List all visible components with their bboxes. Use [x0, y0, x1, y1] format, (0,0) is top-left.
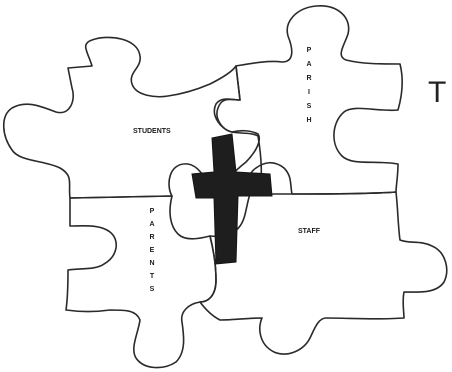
label-parents-letter: S [150, 286, 155, 293]
label-parish-letter: P [307, 47, 312, 54]
label-parish-letter: H [306, 117, 311, 124]
label-parish-letter: S [307, 103, 312, 110]
label-parents-letter: T [150, 273, 155, 280]
label-parents-letter: P [150, 208, 155, 215]
label-parish-letter: A [306, 61, 311, 68]
label-parish: P A R I S H [306, 47, 311, 124]
label-parents-letter: R [149, 234, 154, 241]
puzzle-piece-parish [217, 6, 402, 194]
label-parents-letter: N [149, 260, 154, 267]
side-text: T [428, 76, 446, 109]
label-parents-letter: E [150, 247, 155, 254]
label-parish-letter: R [306, 75, 311, 82]
label-parents: P A R E N T S [149, 208, 154, 293]
label-staff: STAFF [298, 228, 321, 235]
label-parish-letter: I [308, 89, 310, 96]
label-parents-letter: A [149, 221, 154, 228]
label-students: STUDENTS [133, 128, 171, 135]
puzzle-piece-parents [66, 196, 216, 368]
